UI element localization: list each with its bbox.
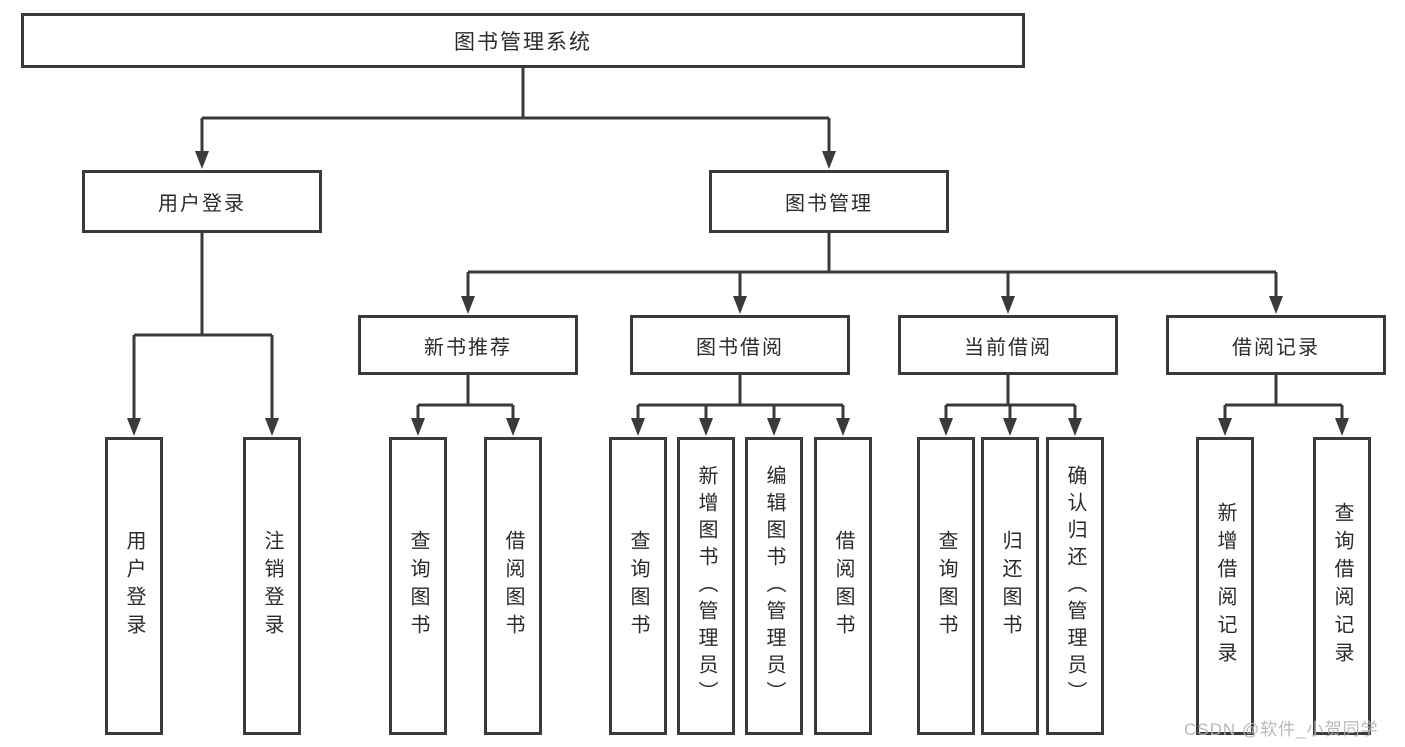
leaf-add-book-admin: 新增图书（管理员） [677,437,735,735]
arrowhead-icon [939,418,953,436]
leaf-label: 查询图书 [407,530,429,642]
node-book-management: 图书管理 [709,170,949,233]
arrowhead-icon [506,418,520,436]
leaf-label: 查询借阅记录 [1331,502,1353,670]
leaf-label: 新增借阅记录 [1214,502,1236,670]
leaf-label: 归还图书 [999,530,1021,642]
leaf-query-books-recommend: 查询图书 [389,437,447,735]
node-label: 图书管理 [785,193,873,215]
arrowhead-icon [836,418,850,436]
leaf-label: 查询图书 [627,530,649,642]
leaf-add-borrow-record: 新增借阅记录 [1196,437,1254,735]
leaf-user-login: 用户登录 [105,437,163,735]
arrowhead-icon [767,418,781,436]
node-book-borrow: 图书借阅 [630,315,850,375]
arrowhead-icon [1068,418,1082,436]
arrowhead-icon [1003,418,1017,436]
leaf-label: 借阅图书 [832,530,854,642]
arrowhead-icon [127,418,141,436]
leaf-logout: 注销登录 [243,437,301,735]
leaf-label: 注销登录 [261,530,283,642]
node-user-login: 用户登录 [82,170,322,233]
arrowhead-icon [411,418,425,436]
arrowhead-icon [699,418,713,436]
node-current-borrow: 当前借阅 [898,315,1118,375]
arrowhead-icon [265,418,279,436]
arrowhead-icon [461,296,475,314]
arrowhead-icon [1335,418,1349,436]
leaf-label: 确认归还（管理员） [1064,464,1086,708]
arrowhead-icon [1001,296,1015,314]
leaf-return-book: 归还图书 [981,437,1039,735]
node-new-book-recommend: 新书推荐 [358,315,578,375]
leaf-query-books-current: 查询图书 [917,437,975,735]
csdn-watermark: CSDN @软件_小贺同学 [1184,720,1379,739]
arrowhead-icon [1218,418,1232,436]
leaf-label: 借阅图书 [502,530,524,642]
arrowhead-icon [1269,296,1283,314]
leaf-borrow-books-recommend: 借阅图书 [484,437,542,735]
arrowhead-icon [631,418,645,436]
leaf-query-books-borrow: 查询图书 [609,437,667,735]
arrowhead-icon [195,151,209,169]
node-label: 用户登录 [158,193,246,215]
leaf-label: 编辑图书（管理员） [763,464,785,708]
node-label: 新书推荐 [424,336,512,359]
leaf-query-borrow-record: 查询借阅记录 [1313,437,1371,735]
node-label: 当前借阅 [964,336,1052,359]
leaf-borrow-books: 借阅图书 [814,437,872,735]
leaf-edit-book-admin: 编辑图书（管理员） [745,437,803,735]
node-label: 借阅记录 [1232,336,1320,359]
arrowhead-icon [822,151,836,169]
leaf-label: 查询图书 [935,530,957,642]
connector-path [132,68,1344,419]
leaf-confirm-return-admin: 确认归还（管理员） [1046,437,1104,735]
arrowhead-icon [733,296,747,314]
node-label: 图书管理系统 [454,30,592,54]
node-label: 图书借阅 [696,336,784,359]
node-borrow-records: 借阅记录 [1166,315,1386,375]
leaf-label: 用户登录 [123,530,145,642]
node-library-system: 图书管理系统 [21,13,1025,68]
leaf-label: 新增图书（管理员） [695,464,717,708]
